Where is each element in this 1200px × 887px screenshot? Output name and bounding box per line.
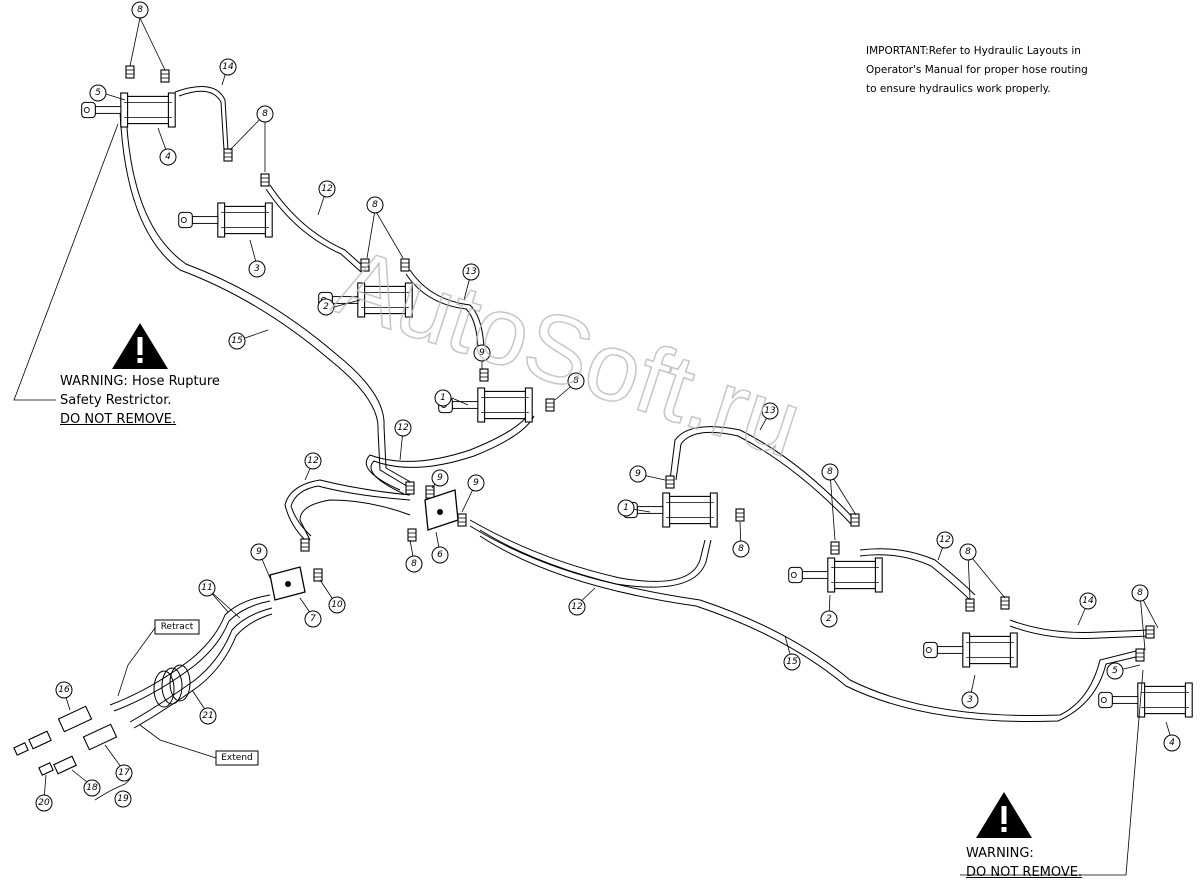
callout-11: 11: [201, 583, 212, 593]
callout-6: 6: [437, 550, 443, 560]
callout-12: 12: [397, 423, 409, 433]
important-note-line-3: to ensure hydraulics work properly.: [866, 83, 1051, 95]
callout-21: 21: [202, 711, 213, 721]
watermark: AutoSoft.ru: [324, 228, 814, 478]
callout-5: 5: [95, 88, 101, 98]
callout-12: 12: [307, 456, 319, 466]
callout-8: 8: [372, 200, 378, 210]
callout-8: 8: [411, 559, 417, 569]
callout-12: 12: [321, 184, 333, 194]
callout-4: 4: [1169, 738, 1175, 748]
manifold-block-6: [424, 489, 459, 531]
callout-14: 14: [222, 62, 234, 72]
callout-8: 8: [965, 547, 971, 557]
hoses: [109, 86, 1151, 729]
callout-2: 2: [826, 614, 832, 624]
callout-17: 17: [118, 768, 130, 778]
warning-left: WARNING: Hose Rupture Safety Restrictor.…: [60, 372, 220, 429]
extend-label: Extend: [221, 753, 253, 763]
callout-numbers: 8 5 14 4 8 3 12 8 2 13 15 9 1 8 12 12 9 …: [38, 5, 1175, 808]
callout-19: 19: [117, 794, 129, 804]
warning-right-line-2: DO NOT REMOVE.: [966, 865, 1083, 880]
callout-9: 9: [473, 478, 479, 488]
warning-right: WARNING: DO NOT REMOVE.: [966, 844, 1082, 882]
callout-12: 12: [571, 602, 583, 612]
retract-label: Retract: [161, 622, 194, 632]
callout-8: 8: [573, 376, 579, 386]
warning-triangle-icon: [976, 792, 1032, 838]
callout-10: 10: [331, 600, 343, 610]
callout-16: 16: [58, 685, 70, 695]
callout-9: 9: [437, 473, 443, 483]
callout-1: 1: [440, 393, 446, 403]
callout-9: 9: [256, 547, 262, 557]
callout-12: 12: [939, 535, 951, 545]
callout-7: 7: [310, 614, 316, 624]
callout-15: 15: [231, 336, 243, 346]
retract-tag: Retract: [154, 619, 200, 635]
callout-5: 5: [1112, 666, 1118, 676]
callout-8: 8: [137, 5, 143, 15]
important-note: IMPORTANT:Refer to Hydraulic Layouts in …: [866, 42, 1166, 99]
warning-left-line-3: DO NOT REMOVE.: [60, 412, 177, 427]
callout-4: 4: [165, 152, 171, 162]
callout-14: 14: [1082, 596, 1094, 606]
callout-3: 3: [967, 695, 973, 705]
warning-left-line-1: WARNING: Hose Rupture: [60, 374, 220, 389]
callout-9: 9: [479, 348, 485, 358]
callout-circles: [35, 1, 1181, 812]
callout-20: 20: [38, 798, 50, 808]
callout-15: 15: [786, 657, 798, 667]
callout-8: 8: [1137, 588, 1143, 598]
callout-2: 2: [323, 302, 329, 312]
extend-tag: Extend: [215, 750, 259, 766]
callout-13: 13: [764, 406, 776, 416]
callout-18: 18: [86, 783, 98, 793]
callout-1: 1: [623, 503, 629, 513]
callout-3: 3: [254, 264, 260, 274]
callout-8: 8: [262, 109, 268, 119]
callout-13: 13: [465, 267, 477, 277]
important-note-line-1: IMPORTANT:Refer to Hydraulic Layouts in: [866, 45, 1081, 57]
warning-right-line-1: WARNING:: [966, 846, 1034, 861]
warning-left-line-2: Safety Restrictor.: [60, 393, 172, 408]
important-note-line-2: Operator's Manual for proper hose routin…: [866, 64, 1088, 76]
callout-9: 9: [635, 469, 641, 479]
quick-couplers: [13, 705, 118, 776]
valve-block-7: [269, 566, 306, 601]
callout-8: 8: [738, 544, 744, 554]
callout-8: 8: [827, 467, 833, 477]
leader-lines: [13, 17, 1173, 876]
warning-triangle-icon: [112, 323, 168, 369]
